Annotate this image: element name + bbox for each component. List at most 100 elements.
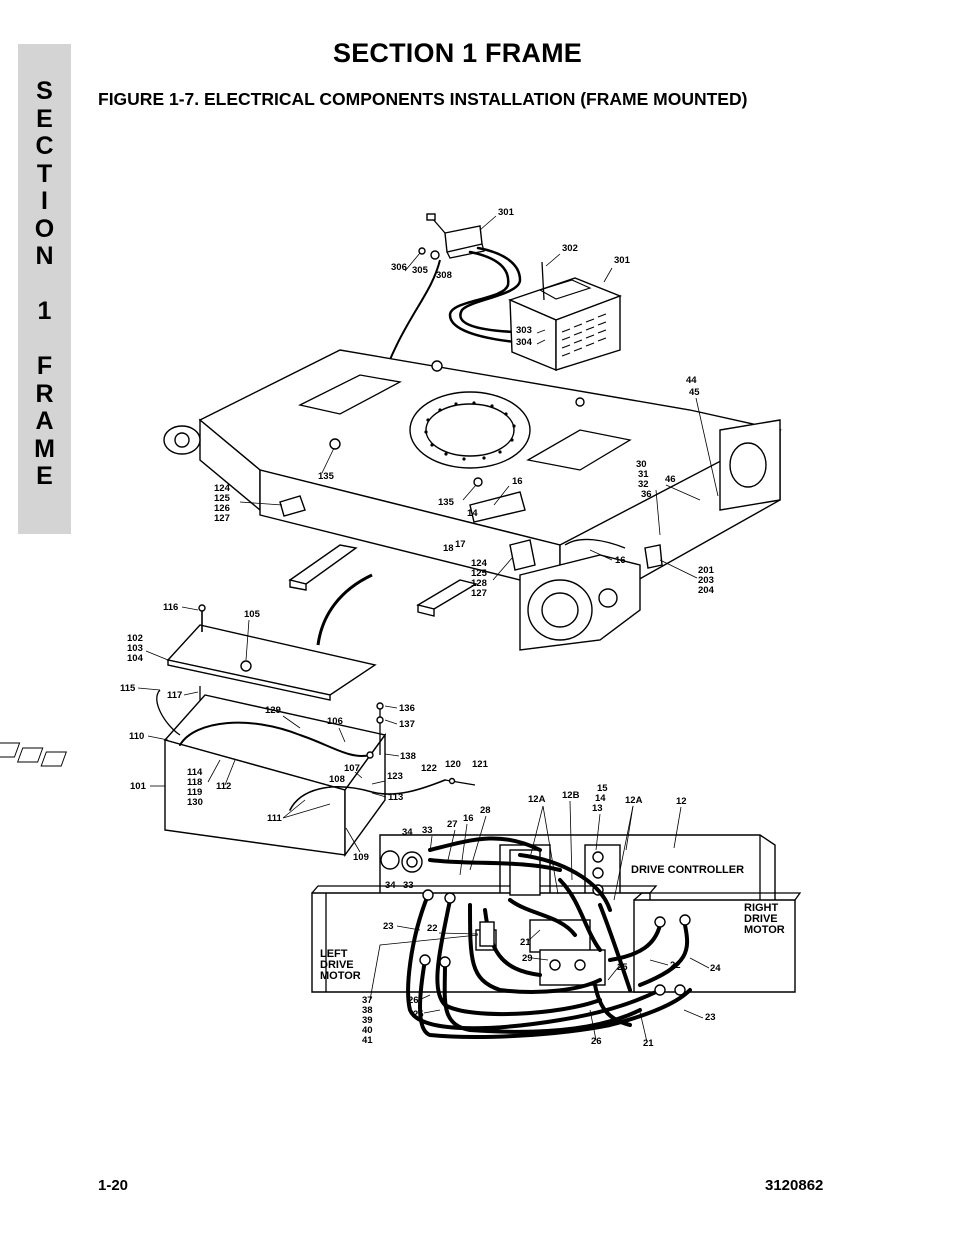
part-callout: 126 [214, 503, 230, 514]
part-callout: 36 [641, 489, 652, 500]
part-callout: 121 [472, 759, 489, 770]
component-label: DRIVE CONTROLLER [631, 864, 744, 876]
part-callout: 25 [617, 962, 628, 973]
part-callout: 108 [329, 774, 345, 785]
part-callout: 104 [127, 653, 144, 664]
part-callout: 110 [129, 731, 144, 742]
part-callout: 34 [385, 880, 396, 891]
part-callout: 41 [362, 1035, 373, 1046]
part-callout: 302 [562, 243, 578, 254]
alarm-assembly [374, 213, 522, 401]
section-tab-letter: N [35, 242, 54, 270]
part-callout: 135 [438, 497, 455, 508]
part-callout: 130 [187, 797, 203, 808]
part-callout: 18 [443, 543, 454, 554]
figure-title: FIGURE 1-7. ELECTRICAL COMPONENTS INSTAL… [98, 89, 748, 109]
part-callout: 105 [244, 609, 261, 620]
part-callout: 17 [455, 539, 466, 550]
part-callout: 109 [353, 852, 369, 863]
part-callout: 125 [471, 568, 488, 579]
part-callout: 30 [636, 459, 647, 470]
part-callout: 107 [344, 763, 360, 774]
part-callout: 127 [471, 588, 487, 599]
component-label: RIGHT [744, 902, 779, 914]
part-callout: 33 [422, 825, 433, 836]
part-callout: 102 [127, 633, 143, 644]
part-callout: 113 [388, 792, 403, 803]
part-callout: 22 [427, 923, 438, 934]
part-callout: 21 [520, 937, 531, 948]
part-callout: 101 [130, 781, 147, 792]
part-callout: 119 [187, 787, 202, 798]
part-callout: 114 [187, 767, 203, 778]
part-callout: 112 [216, 781, 231, 792]
part-callout: 12 [676, 796, 687, 807]
part-callout: 120 [445, 759, 461, 770]
part-callout: 12A [625, 795, 643, 806]
part-callout: 32 [638, 479, 649, 490]
section-title: SECTION 1 FRAME [333, 38, 583, 68]
part-callout: 123 [387, 771, 403, 782]
part-callout: 12A [528, 794, 546, 805]
part-callout: 127 [214, 513, 230, 524]
section-tab-letter: O [34, 214, 55, 243]
part-callout: 15 [597, 783, 608, 794]
power-cables [380, 836, 692, 1039]
part-callout: 305 [412, 265, 429, 276]
section-tab-letter: M [34, 434, 55, 463]
part-callout: 23 [705, 1012, 716, 1023]
document-number: 3120862 [765, 1177, 824, 1194]
part-callout: 21 [643, 1038, 654, 1049]
component-label: LEFT [320, 948, 348, 960]
part-callout: 29 [522, 953, 533, 964]
part-callout: 128 [471, 578, 487, 589]
part-callout: 136 [399, 703, 415, 714]
page-number: 1-20 [98, 1177, 129, 1194]
section-tab-letter: T [36, 159, 53, 188]
part-callout: 22 [670, 960, 681, 971]
section-tab-letter: I [41, 187, 48, 215]
component-label: DRIVE [320, 959, 354, 971]
part-callout: 26 [408, 995, 419, 1006]
part-callout: 28 [480, 805, 491, 816]
part-callout: 138 [400, 751, 416, 762]
part-callout: 45 [689, 387, 700, 398]
part-callout: 24 [710, 963, 721, 974]
part-callout: 308 [436, 270, 452, 281]
part-callout: 129 [265, 705, 281, 716]
part-callout: 34 [402, 827, 413, 838]
part-callout: 39 [362, 1015, 373, 1026]
part-callout: 33 [403, 880, 414, 891]
component-label: MOTOR [320, 970, 361, 982]
part-callout: 124 [214, 483, 231, 494]
part-callout: 116 [163, 602, 178, 613]
part-callout: 204 [698, 585, 715, 596]
section-tab-letter: E [36, 462, 53, 490]
section-tab-letter: S [36, 77, 53, 105]
battery-tray [0, 689, 476, 858]
part-callout: 44 [686, 375, 697, 386]
part-callout: 26 [591, 1036, 602, 1047]
part-callout: 40 [362, 1025, 373, 1036]
part-callout: 124 [471, 558, 488, 569]
part-callout: 111 [267, 813, 283, 824]
part-callout: 12B [562, 790, 580, 801]
part-callout: 37 [362, 995, 373, 1006]
part-callout: 125 [214, 493, 231, 504]
section-tab-letter: 1 [37, 297, 52, 325]
part-callout: 14 [467, 508, 478, 519]
part-callout: 301 [614, 255, 631, 266]
component-labels: DRIVE CONTROLLERRIGHTDRIVEMOTORLEFTDRIVE… [320, 864, 785, 982]
part-callout: 27 [447, 819, 458, 830]
battery-cover [166, 604, 377, 701]
part-callout: 301 [498, 207, 515, 218]
part-callout: 135 [318, 471, 335, 482]
component-label: MOTOR [744, 924, 785, 936]
part-callout: 203 [698, 575, 714, 586]
part-callout: 118 [187, 777, 202, 788]
part-callout: 117 [167, 690, 182, 701]
section-tab-letter: A [35, 407, 54, 435]
part-callout: 31 [638, 469, 649, 480]
